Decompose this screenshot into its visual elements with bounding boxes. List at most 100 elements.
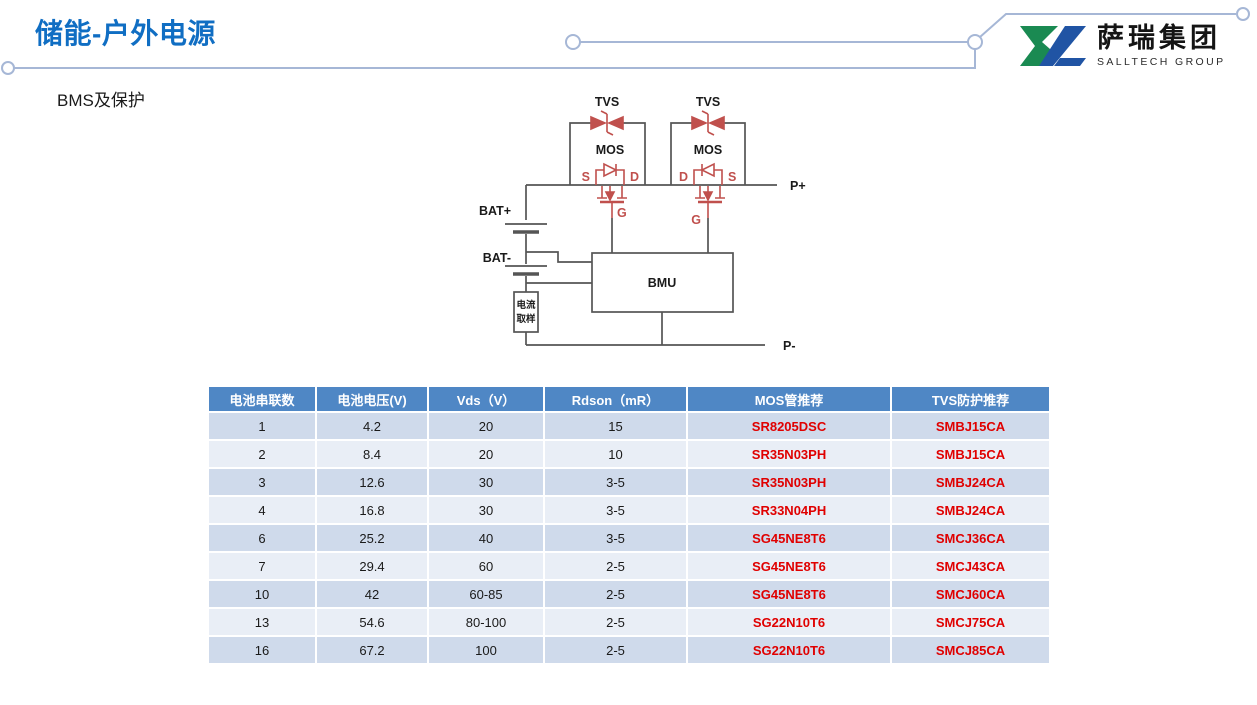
cell-mos: SG45NE8T6: [688, 581, 890, 607]
bms-circuit-diagram: TVS TVS MOS MOS S D G D S G BAT+ BAT- BM…: [479, 95, 806, 353]
logo-mark-icon: [1020, 26, 1086, 66]
cell-mos: SR8205DSC: [688, 413, 890, 439]
cell-voltage: 16.8: [317, 497, 427, 523]
cell-tvs: SMBJ24CA: [892, 469, 1049, 495]
header-tvs: TVS防护推荐: [892, 387, 1049, 411]
cell-series: 4: [209, 497, 315, 523]
company-logo: 萨瑞集团 SALLTECH GROUP: [1018, 22, 1226, 70]
mosfet-right-icon: [693, 162, 725, 218]
cell-series: 1: [209, 413, 315, 439]
header-vds: Vds（V）: [429, 387, 543, 411]
cell-tvs: SMBJ24CA: [892, 497, 1049, 523]
cell-voltage: 29.4: [317, 553, 427, 579]
header-rdson: Rdson（mR）: [545, 387, 686, 411]
header-mos: MOS管推荐: [688, 387, 890, 411]
cell-vds: 60-85: [429, 581, 543, 607]
cell-mos: SR35N03PH: [688, 469, 890, 495]
page-subtitle: BMS及保护: [57, 91, 145, 110]
mos-label-right: MOS: [694, 143, 722, 157]
cell-vds: 30: [429, 469, 543, 495]
cell-tvs: SMCJ60CA: [892, 581, 1049, 607]
cell-tvs: SMBJ15CA: [892, 413, 1049, 439]
cell-rdson: 2-5: [545, 553, 686, 579]
cell-vds: 20: [429, 441, 543, 467]
cell-series: 6: [209, 525, 315, 551]
cell-vds: 20: [429, 413, 543, 439]
cell-series: 2: [209, 441, 315, 467]
mos-right-s-label: S: [728, 170, 736, 184]
mos-right-d-label: D: [679, 170, 688, 184]
cell-voltage: 54.6: [317, 609, 427, 635]
bat-minus-label: BAT-: [483, 251, 511, 265]
tvs-label-right: TVS: [696, 95, 720, 109]
cell-rdson: 15: [545, 413, 686, 439]
cell-series: 10: [209, 581, 315, 607]
cell-rdson: 2-5: [545, 609, 686, 635]
cell-voltage: 4.2: [317, 413, 427, 439]
cell-voltage: 25.2: [317, 525, 427, 551]
cell-rdson: 3-5: [545, 497, 686, 523]
cell-series: 3: [209, 469, 315, 495]
logo-name-cn: 萨瑞集团: [1097, 23, 1221, 54]
cell-rdson: 2-5: [545, 637, 686, 663]
tvs-label-left: TVS: [595, 95, 619, 109]
cell-vds: 40: [429, 525, 543, 551]
cell-tvs: SMCJ75CA: [892, 609, 1049, 635]
mos-left-s-label: S: [582, 170, 590, 184]
cell-vds: 30: [429, 497, 543, 523]
cell-rdson: 2-5: [545, 581, 686, 607]
cell-rdson: 10: [545, 441, 686, 467]
cell-mos: SG45NE8T6: [688, 525, 890, 551]
header-series: 电池串联数: [209, 387, 315, 411]
cell-mos: SR33N04PH: [688, 497, 890, 523]
cell-vds: 100: [429, 637, 543, 663]
header-voltage: 电池电压(V): [317, 387, 427, 411]
cell-voltage: 42: [317, 581, 427, 607]
mosfet-left-icon: [595, 162, 627, 218]
mos-right-g-label: G: [691, 213, 701, 227]
p-plus-label: P+: [790, 179, 806, 193]
bmu-label: BMU: [648, 276, 676, 290]
cell-tvs: SMCJ85CA: [892, 637, 1049, 663]
mos-left-d-label: D: [630, 170, 639, 184]
cell-vds: 80-100: [429, 609, 543, 635]
page-title: 储能-户外电源: [35, 18, 216, 49]
cell-rdson: 3-5: [545, 525, 686, 551]
cell-voltage: 8.4: [317, 441, 427, 467]
cell-series: 7: [209, 553, 315, 579]
current-sample-label-1: 电流: [516, 299, 536, 311]
cell-vds: 60: [429, 553, 543, 579]
cell-tvs: SMCJ36CA: [892, 525, 1049, 551]
mos-left-g-label: G: [617, 206, 627, 220]
cell-mos: SR35N03PH: [688, 441, 890, 467]
current-sample-label-2: 取样: [516, 313, 536, 325]
cell-voltage: 67.2: [317, 637, 427, 663]
cell-mos: SG22N10T6: [688, 609, 890, 635]
cell-tvs: SMCJ43CA: [892, 553, 1049, 579]
recommendation-table: 电池串联数 电池电压(V) Vds（V） Rdson（mR） MOS管推荐 TV…: [207, 385, 1051, 665]
table-header-row: 电池串联数 电池电压(V) Vds（V） Rdson（mR） MOS管推荐 TV…: [209, 387, 1049, 411]
p-minus-label: P-: [783, 339, 796, 353]
cell-series: 16: [209, 637, 315, 663]
cell-voltage: 12.6: [317, 469, 427, 495]
cell-series: 13: [209, 609, 315, 635]
cell-rdson: 3-5: [545, 469, 686, 495]
logo-name-en: SALLTECH GROUP: [1097, 55, 1226, 68]
cell-mos: SG45NE8T6: [688, 553, 890, 579]
cell-tvs: SMBJ15CA: [892, 441, 1049, 467]
tvs-diode-icon: [590, 110, 725, 136]
cell-mos: SG22N10T6: [688, 637, 890, 663]
mos-label-left: MOS: [596, 143, 624, 157]
bat-plus-label: BAT+: [479, 204, 511, 218]
